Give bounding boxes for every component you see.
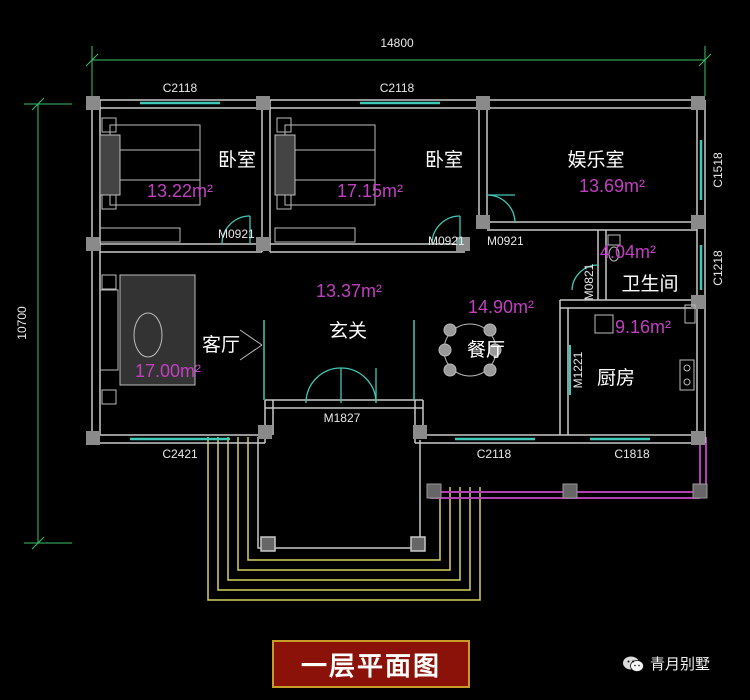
door-label-bed1: M0921 <box>218 227 255 241</box>
room-area-bedroom2: 17.15m² <box>337 181 403 201</box>
room-area-foyer: 13.37m² <box>316 281 382 301</box>
height-dimension: 10700 <box>15 306 29 340</box>
door-swings <box>221 194 599 404</box>
entrance-stairs <box>207 437 481 601</box>
window-label-bed2: C2118 <box>380 81 415 95</box>
door-label-main: M1827 <box>324 411 361 425</box>
terrace-columns <box>426 483 708 499</box>
watermark: 青月别墅 <box>622 653 710 674</box>
door-label-ent: M0921 <box>487 234 524 248</box>
room-area-entertainment: 13.69m² <box>579 176 645 196</box>
dimension-lines <box>24 46 712 550</box>
room-name-kitchen: 厨房 <box>597 367 635 389</box>
window-label-living: C2421 <box>162 447 198 461</box>
porch-walls <box>257 437 426 552</box>
stove-icon <box>594 314 695 391</box>
window-label-bed1: C2118 <box>163 81 198 95</box>
room-name-bathroom: 卫生间 <box>621 273 678 295</box>
dining-table-icon <box>438 323 502 377</box>
room-name-bedroom2: 卧室 <box>425 149 463 171</box>
width-dimension: 14800 <box>380 36 414 50</box>
plan-title-banner: 一层平面图 <box>272 640 470 688</box>
window-label-bath: C1218 <box>711 250 725 286</box>
windows <box>130 101 703 441</box>
room-area-bathroom: 4.04m² <box>600 242 656 262</box>
plan-title: 一层平面图 <box>300 651 441 682</box>
window-label-dining: C2118 <box>477 447 512 461</box>
watermark-text: 青月别墅 <box>650 655 711 673</box>
window-label-ent: C1518 <box>711 152 725 188</box>
toilet-icon <box>607 234 696 324</box>
door-label-kitchen: M1221 <box>571 351 585 388</box>
room-name-living: 客厅 <box>202 334 240 356</box>
room-name-bedroom1: 卧室 <box>218 149 256 171</box>
door-label-bath: M0821 <box>582 263 596 300</box>
room-area-bedroom1: 13.22m² <box>147 181 213 201</box>
sofa-icon <box>99 274 263 405</box>
room-area-living: 17.00m² <box>135 361 201 381</box>
bed-icon-2 <box>274 117 376 243</box>
wechat-icon <box>623 656 644 672</box>
room-name-entertainment: 娱乐室 <box>567 149 624 171</box>
bed-icon <box>99 117 201 243</box>
room-name-foyer: 玄关 <box>329 320 367 342</box>
room-area-kitchen: 9.16m² <box>615 317 671 337</box>
columns <box>86 96 705 445</box>
room-area-dining: 14.90m² <box>468 297 534 317</box>
room-name-dining: 餐厅 <box>467 339 505 361</box>
window-label-kitchen: C1818 <box>614 447 650 461</box>
door-label-bed2: M0921 <box>428 234 465 248</box>
